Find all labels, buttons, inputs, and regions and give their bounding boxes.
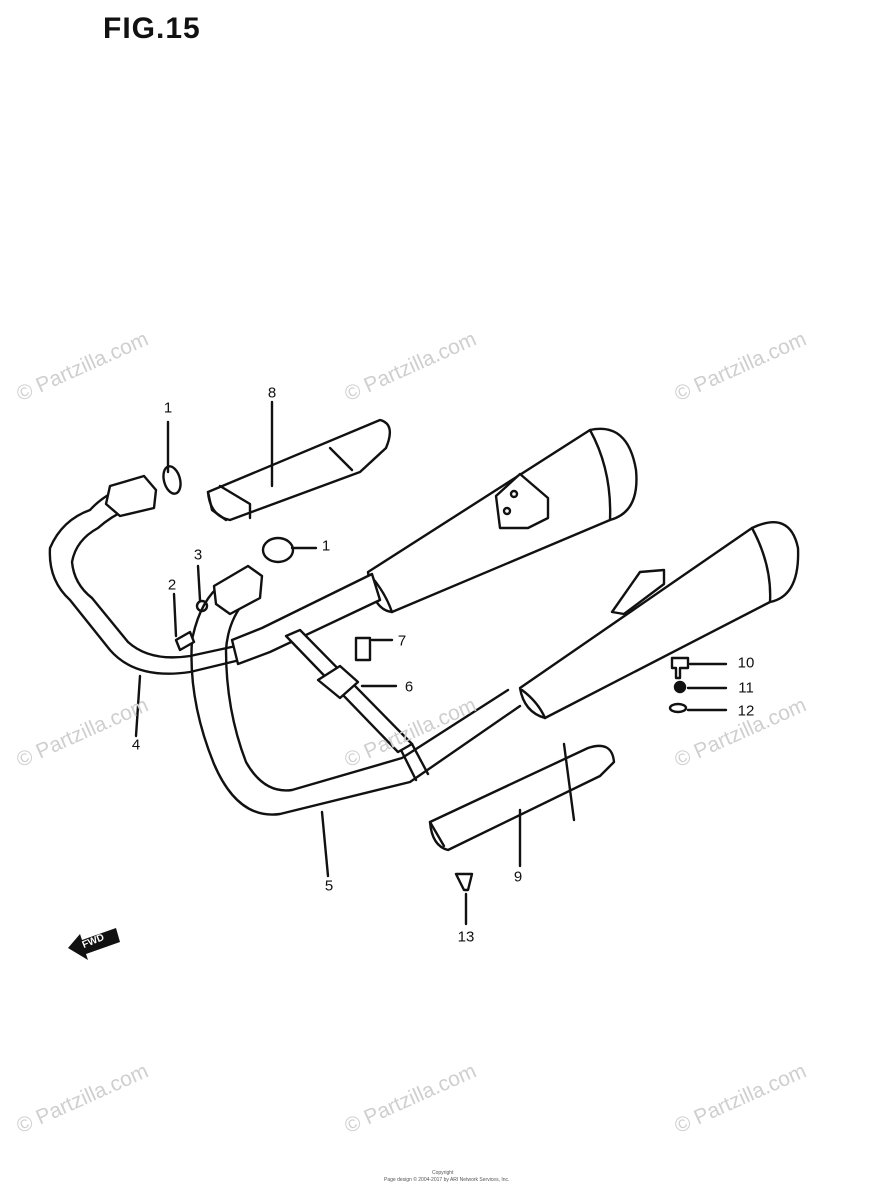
heat-shield-upper bbox=[206, 418, 392, 522]
callout-1-lower: 1 bbox=[321, 537, 331, 555]
callout-3: 3 bbox=[193, 546, 203, 564]
pipe-crossover bbox=[230, 572, 382, 666]
fwd-arrow-icon bbox=[68, 928, 120, 960]
callout-9: 9 bbox=[513, 868, 523, 886]
figure-title: FIG.15 bbox=[103, 12, 201, 45]
callout-10: 10 bbox=[737, 654, 755, 672]
callout-2: 2 bbox=[167, 576, 177, 594]
footer-page-design: Page design © 2004-2017 by ARI Network S… bbox=[384, 1177, 510, 1183]
gasket-upper bbox=[162, 465, 182, 495]
callout-4: 4 bbox=[131, 736, 141, 754]
gasket-lower bbox=[261, 536, 295, 564]
muffler-lower bbox=[518, 521, 800, 720]
callout-12: 12 bbox=[737, 702, 755, 720]
callout-7: 7 bbox=[397, 632, 407, 650]
callout-8: 8 bbox=[267, 384, 277, 402]
exhaust-pipe-right bbox=[190, 582, 522, 816]
footer-copyright: Copyright bbox=[432, 1170, 454, 1176]
exhaust-pipe-left bbox=[48, 480, 242, 675]
callout-1-upper: 1 bbox=[163, 399, 173, 417]
callout-11: 11 bbox=[738, 679, 754, 697]
heat-shield-lower bbox=[428, 744, 616, 852]
callout-5: 5 bbox=[324, 877, 334, 895]
muffler-upper bbox=[366, 427, 638, 614]
callout-6: 6 bbox=[404, 678, 414, 696]
callout-13: 13 bbox=[457, 928, 475, 946]
